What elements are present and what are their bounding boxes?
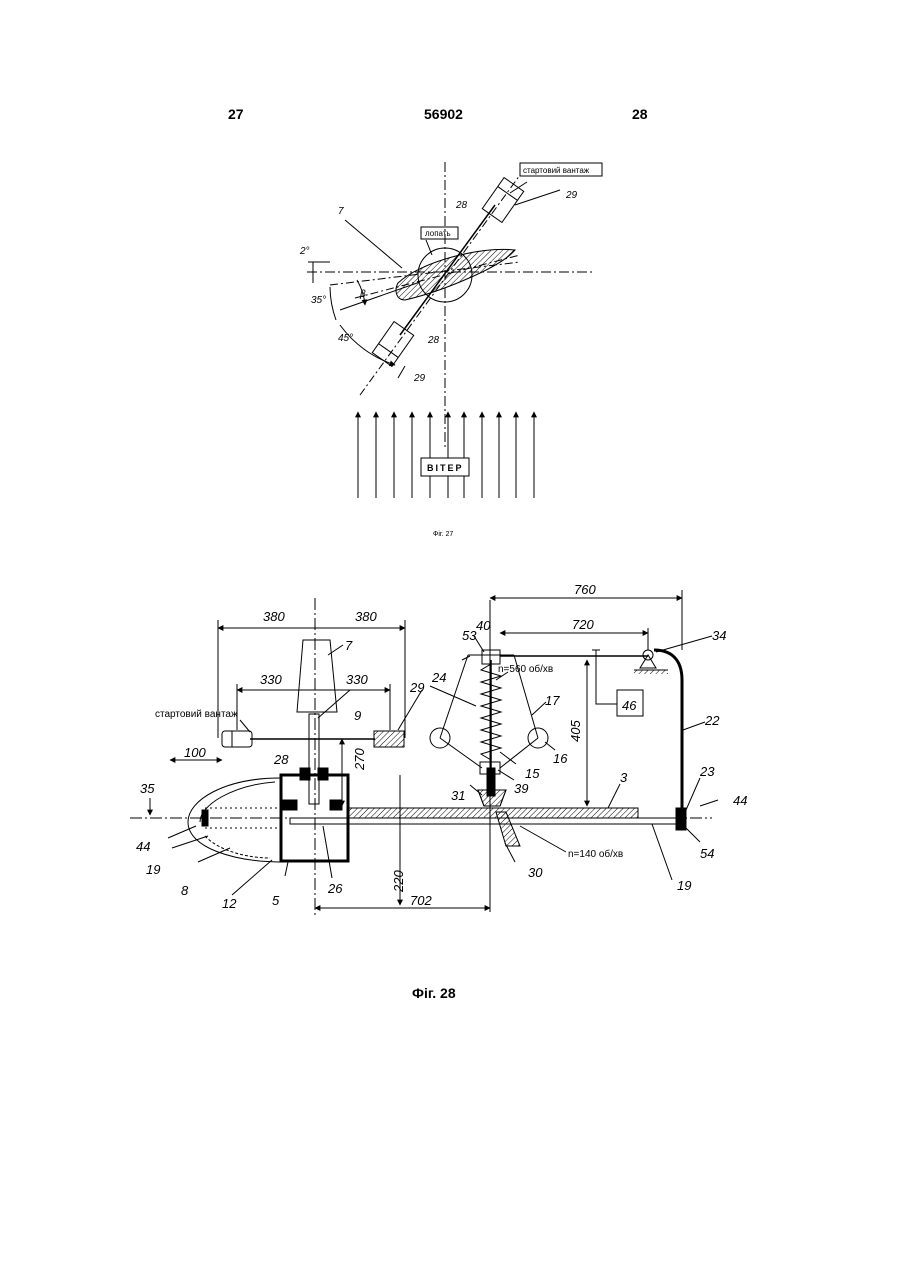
dim-220: 220: [391, 870, 406, 893]
label-34: 34: [712, 628, 726, 643]
label-9: 9: [354, 708, 361, 723]
label-44-right: 44: [733, 793, 747, 808]
label-31: 31: [451, 788, 465, 803]
dim-380-left: 380: [263, 609, 285, 624]
fig27-label-28-bottom: 28: [427, 335, 440, 346]
label-29: 29: [409, 680, 424, 695]
figure-28: [130, 590, 718, 918]
label-5: 5: [272, 893, 280, 908]
dim-330-left: 330: [260, 672, 282, 687]
speed-bottom-label: n=140 об/хв: [568, 848, 623, 860]
dim-720: 720: [572, 617, 594, 632]
label-40: 40: [476, 618, 491, 633]
fig27-label-beta: β: [359, 289, 366, 300]
fig27-start-weight-label: стартовий вантаж: [523, 166, 590, 175]
dim-405: 405: [568, 720, 583, 742]
fig27-caption: Фіг. 27: [433, 530, 453, 538]
label-23: 23: [699, 764, 715, 779]
fig27-angle-35: 35°: [311, 295, 326, 306]
dim-270: 270: [352, 748, 367, 771]
fig27-label-29-top: 29: [565, 190, 578, 201]
label-53: 53: [462, 628, 477, 643]
label-19-left: 19: [146, 862, 160, 877]
label-12: 12: [222, 896, 237, 911]
vertical-shaft: [309, 714, 319, 804]
start-weight-left: [222, 731, 252, 747]
label-17: 17: [545, 693, 560, 708]
start-weight-bottom: [372, 322, 413, 367]
label-19-right: 19: [677, 878, 691, 893]
label-30: 30: [528, 865, 543, 880]
main-tube: [348, 808, 638, 818]
start-weight-top: [482, 178, 523, 223]
dim-380-right: 380: [355, 609, 377, 624]
label-16: 16: [553, 751, 568, 766]
label-7: 7: [345, 638, 353, 653]
fig27-label-28-top: 28: [455, 200, 468, 211]
fig27-angle-45: 45°: [338, 333, 353, 344]
label-44-left: 44: [136, 839, 150, 854]
blade-7: [297, 640, 337, 712]
fig27-label-7: 7: [338, 206, 344, 217]
label-15: 15: [525, 766, 540, 781]
label-24: 24: [431, 670, 446, 685]
label-22: 22: [704, 713, 720, 728]
label-39: 39: [514, 781, 528, 796]
fig28-start-weight-label: стартовий вантаж: [155, 709, 238, 720]
label-46: 46: [622, 698, 637, 713]
label-8: 8: [181, 883, 189, 898]
fig27-blade-label: лопать: [425, 229, 451, 238]
dim-330-right: 330: [346, 672, 368, 687]
label-35: 35: [140, 781, 155, 796]
fig27-label-29-bottom: 29: [413, 373, 426, 384]
label-3: 3: [620, 770, 628, 785]
fig27-angle-2: 2°: [299, 246, 310, 257]
dim-100: 100: [184, 745, 206, 760]
label-28: 28: [273, 752, 289, 767]
label-54: 54: [700, 846, 714, 861]
fig28-caption: Фіг. 28: [412, 985, 456, 1001]
dim-760: 760: [574, 582, 596, 597]
figure-27: [307, 162, 602, 498]
dim-702: 702: [410, 893, 432, 908]
fig27-wind-label: ВІТЕР: [427, 463, 464, 473]
wind-arrows: [358, 412, 534, 498]
speed-top-label: n=560 об/хв: [498, 663, 553, 675]
start-weight-right: [374, 731, 404, 747]
label-26: 26: [327, 881, 343, 896]
